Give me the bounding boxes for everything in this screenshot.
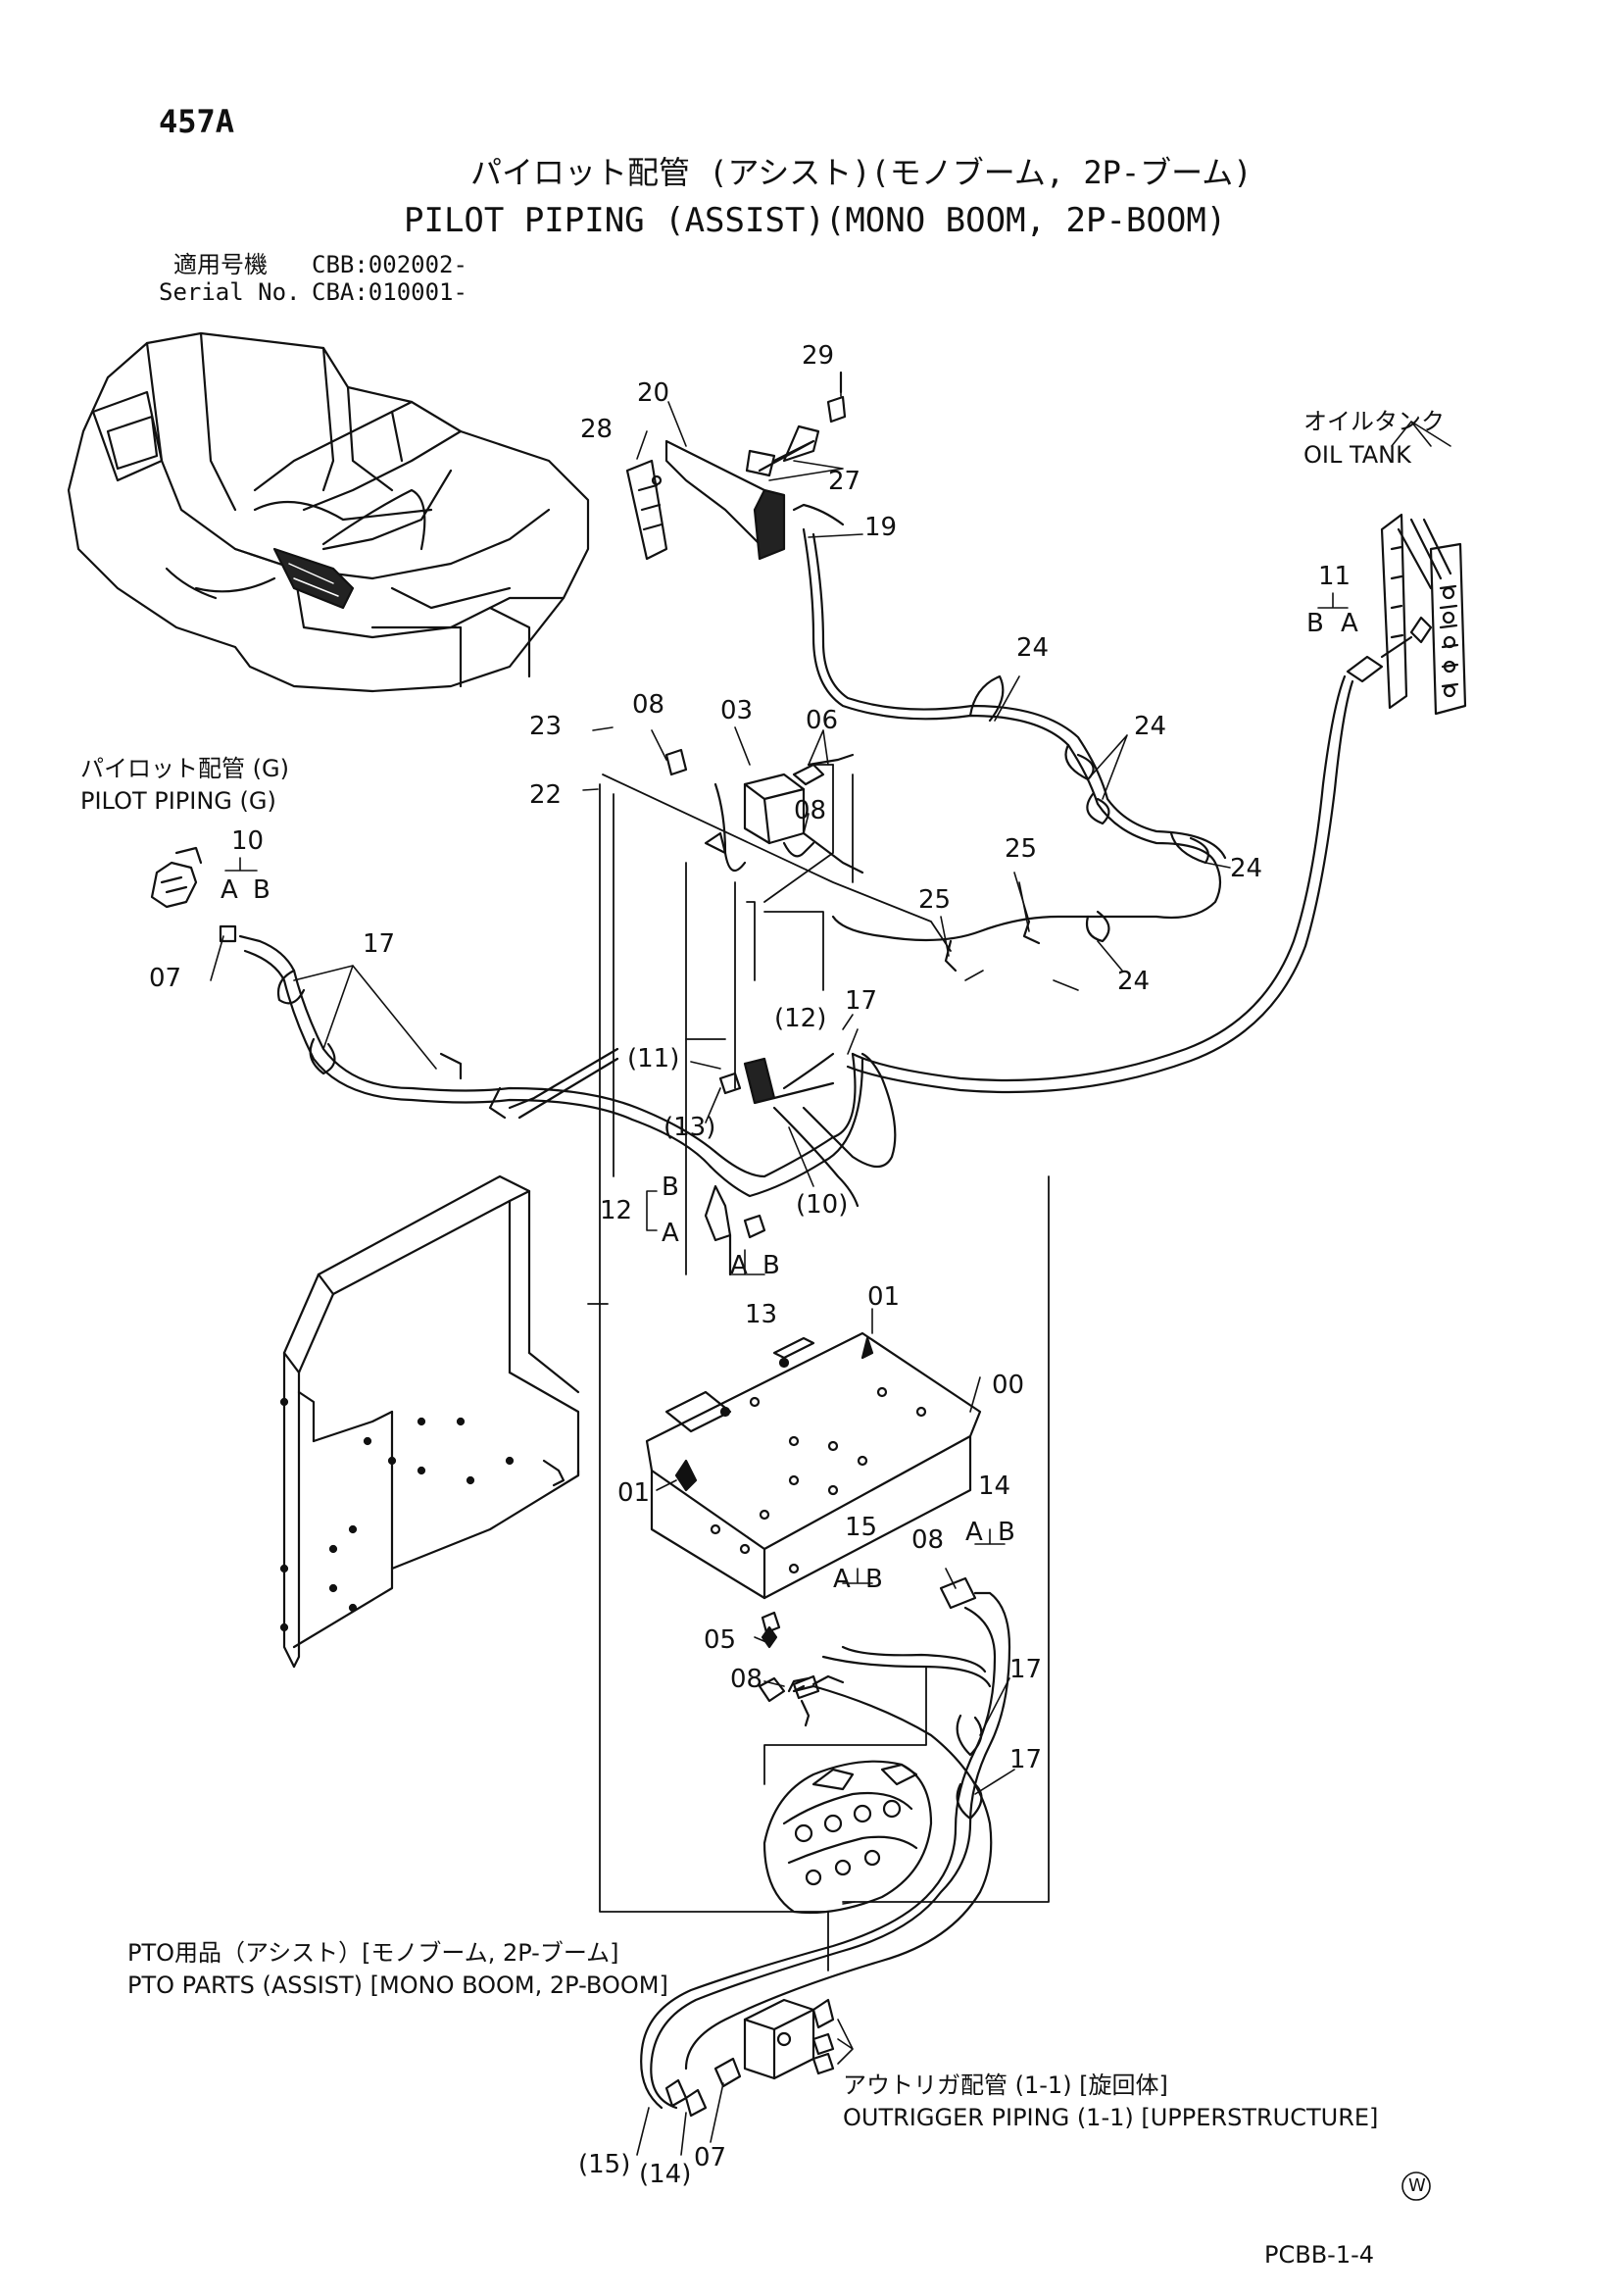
side-frame-panel [279,1174,580,1669]
callout-01-a: 01 [867,1282,901,1312]
callout-25-b: 25 [918,885,952,915]
callout-11: 11 [1318,562,1352,591]
callout-14-a: A [965,1518,983,1547]
callout-05: 05 [704,1625,737,1655]
callout-24-d: 24 [1117,967,1151,996]
callout-27: 27 [828,467,861,496]
callout-11-paren: (11) [627,1044,680,1073]
outrigger-block [664,1998,835,2118]
oil-tank-label-jp: オイルタンク [1303,408,1445,435]
callout-12-b: B [662,1173,679,1202]
lower-fittings [758,1611,820,1727]
callout-13: 13 [745,1300,778,1329]
title-japanese: パイロット配管 (アシスト)(モノブーム, 2P-ブーム) [470,154,1253,191]
center-connection-block [704,1052,897,1276]
callout-15: 15 [845,1513,878,1542]
hose-19 [802,527,1227,973]
callout-12-a: A [662,1219,679,1248]
pto-parts-label-jp: PTO用品（アシスト）[モノブーム, 2P-ブーム] [127,1939,619,1967]
callout-24-a: 24 [1016,633,1050,663]
callout-29: 29 [802,341,835,371]
serial-en-value: CBA:010001- [312,278,467,306]
callout-06: 06 [806,706,839,735]
serial-jp-value: CBB:002002- [312,251,467,278]
pilot-piping-label-jp: パイロット配管 (G) [80,755,289,782]
callout-13-paren: (13) [664,1113,716,1142]
leader-frame-lines [587,764,1050,1972]
callout-01-b: 01 [617,1478,651,1508]
callout-08-a: 08 [632,690,665,720]
hose-11 [846,635,1413,1094]
pto-parts-label-en: PTO PARTS (ASSIST) [MONO BOOM, 2P-BOOM] [127,1972,668,1999]
title-english: PILOT PIPING (ASSIST)(MONO BOOM, 2P-BOOM… [404,201,1227,240]
callout-14-paren: (14) [639,2160,692,2189]
oil-tank-illustration [1380,513,1467,716]
callout-28: 28 [580,415,614,444]
callout-14-b: B [998,1518,1015,1547]
callout-11-b: B [1306,609,1324,638]
w-mark-circle [1401,2171,1431,2201]
callout-23: 23 [529,712,563,741]
callout-22: 22 [529,780,563,810]
callout-12: 12 [600,1196,633,1225]
page-number: 457A [159,103,235,140]
callout-13-a: A [730,1251,748,1280]
callout-24-b: 24 [1134,712,1167,741]
drawing-code: PCBB-1-4 [1264,2241,1375,2269]
callout-00: 00 [992,1371,1025,1400]
callout-07-a: 07 [149,964,182,993]
callout-19: 19 [864,513,898,542]
pto-control-valve [762,1760,933,1915]
callout-12-paren: (12) [774,1004,827,1033]
callout-leader-lines [210,376,1451,2156]
hose-10-17 [150,846,864,1198]
callout-08-c: 08 [911,1525,945,1555]
callout-17-c: 17 [1009,1655,1043,1684]
hose-14-15 [640,1576,1011,2110]
callout-15-a: A [833,1565,851,1594]
outrigger-label-en: OUTRIGGER PIPING (1-1) [UPPERSTRUCTURE] [843,2104,1379,2131]
callout-10: 10 [231,826,265,856]
callout-10-a: A [221,875,238,905]
callout-20: 20 [637,378,670,408]
callout-03: 03 [720,696,754,725]
callout-25-a: 25 [1005,834,1038,864]
oil-tank-label-en: OIL TANK [1303,441,1411,469]
w-mark-letter: W [1408,2175,1426,2196]
callout-15-b: B [865,1565,883,1594]
serial-en-label: Serial No. [159,278,301,306]
callout-07-b: 07 [694,2143,727,2172]
callout-13-b: B [762,1251,780,1280]
callout-11-a: A [1341,609,1358,638]
callout-15-paren: (15) [578,2150,631,2179]
pilot-piping-label-en: PILOT PIPING (G) [80,787,276,815]
callout-08-d: 08 [730,1665,763,1694]
callout-10-paren: (10) [796,1190,849,1220]
callout-10-b: B [253,875,270,905]
outrigger-label-jp: アウトリガ配管 (1-1) [旋回体] [843,2071,1168,2099]
excavator-overview-illustration [67,331,590,693]
callout-14: 14 [978,1472,1011,1501]
serial-jp-label: 適用号機 [173,251,268,278]
callout-08-b: 08 [794,796,827,825]
floor-plate-00 [645,1331,982,1649]
callout-17-d: 17 [1009,1745,1043,1774]
callout-24-c: 24 [1230,854,1263,883]
callout-17-a: 17 [363,929,396,959]
callout-17-b: 17 [845,986,878,1016]
